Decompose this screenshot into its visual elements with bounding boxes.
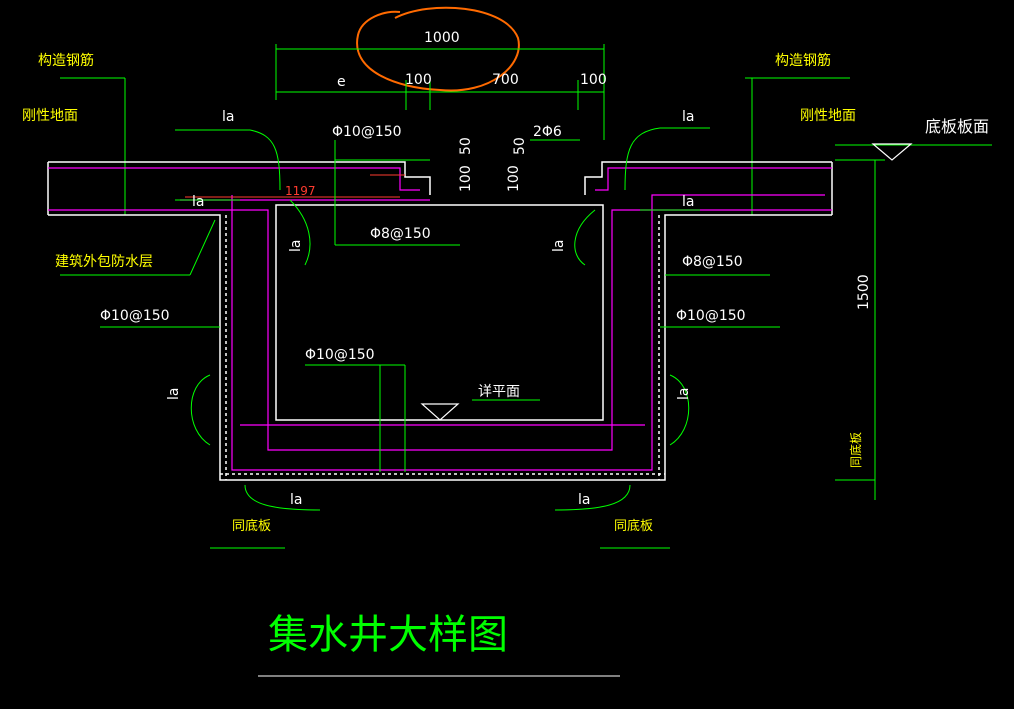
elevation-symbol	[420, 403, 460, 421]
annotation-circle	[356, 6, 520, 92]
la-label-4: la	[682, 194, 694, 210]
same-slab-mid: 同底板	[614, 518, 653, 534]
la-label-3: la	[192, 194, 204, 210]
dim-1500-label: 1500	[856, 274, 872, 310]
detail-surface-label: 详平面	[478, 384, 520, 400]
dim-50-right: 50	[512, 137, 528, 155]
rebar-wall-right: Φ10@150	[676, 308, 746, 324]
la-label-1: la	[222, 109, 234, 125]
la-label-10: la	[578, 492, 590, 508]
dim-100b-label: 100	[580, 72, 607, 88]
rebar-bottom: Φ10@150	[305, 347, 375, 363]
dim-50-left: 50	[458, 137, 474, 155]
dim-100a-label: 100	[405, 72, 432, 88]
la-label-8: la	[676, 388, 692, 400]
rebar-mid-left: Φ8@150	[370, 226, 431, 242]
waterproof-label: 建筑外包防水层	[55, 254, 153, 270]
slab-surface-label: 底板板面	[925, 117, 989, 136]
dim-100-right: 100	[506, 165, 522, 192]
rigid-ground-left: 刚性地面	[22, 108, 78, 124]
dim-top-label: 1000	[424, 30, 460, 46]
leader-lines	[60, 127, 875, 549]
rigid-ground-right: 刚性地面	[800, 108, 856, 124]
rebar-top-right: 2Φ6	[533, 124, 562, 140]
dim-100-left: 100	[458, 165, 474, 192]
la-label-5: la	[288, 240, 304, 252]
top-dimensions	[60, 44, 992, 500]
rebar-top-left: Φ10@150	[332, 124, 402, 140]
dim-700-label: 700	[492, 72, 519, 88]
construct-rebar-right: 构造钢筋	[775, 52, 831, 69]
dim-e-label: e	[337, 74, 346, 90]
elevation-symbol-right	[871, 143, 913, 161]
rebar-mid-right: Φ8@150	[682, 254, 743, 270]
la-label-2: la	[682, 109, 694, 125]
construct-rebar-left: 构造钢筋	[38, 52, 94, 69]
same-slab-left: 同底板	[232, 518, 271, 534]
la-label-9: la	[290, 492, 302, 508]
la-label-6: la	[551, 240, 567, 252]
drawing-title: 集水井大样图	[268, 612, 508, 658]
same-slab-right: 同底板	[848, 432, 863, 468]
la-label-7: la	[166, 388, 182, 400]
red-dimension-label: 1197	[285, 184, 316, 198]
rebar-wall-left: Φ10@150	[100, 308, 170, 324]
slab-outline	[47, 161, 833, 481]
red-dimension	[185, 174, 405, 198]
